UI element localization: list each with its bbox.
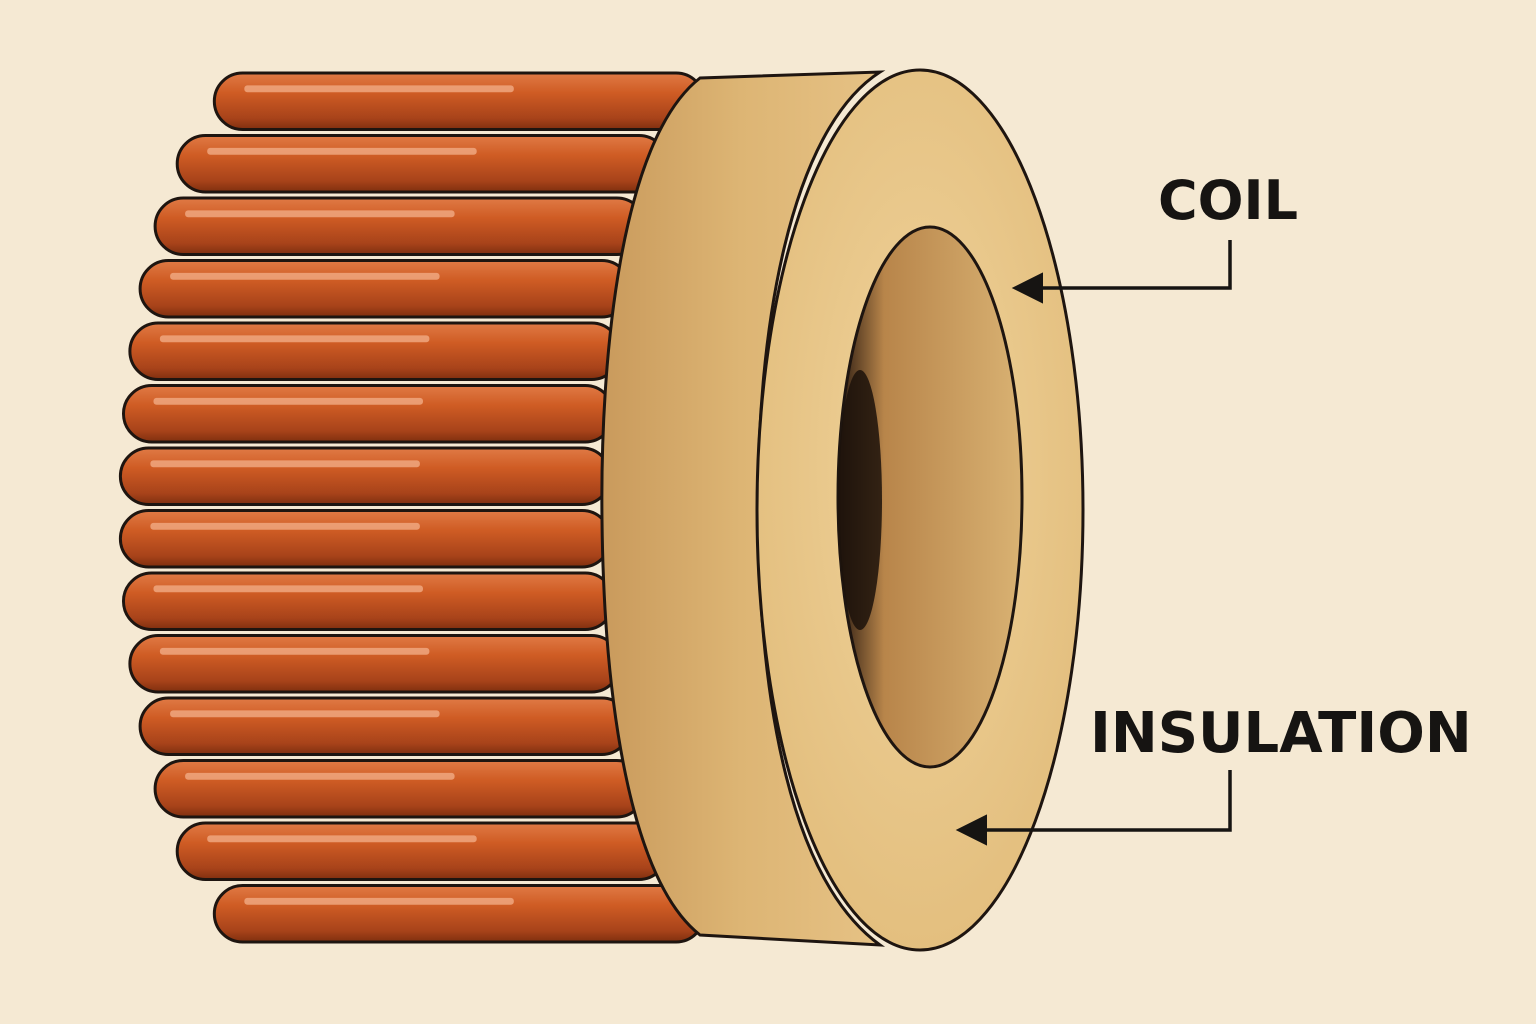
coil-turn: [212, 884, 706, 944]
coil-turn: [121, 571, 615, 631]
coil-turn: [212, 71, 706, 131]
coil-turn-highlight: [153, 585, 423, 593]
coil-turn-highlight: [244, 897, 514, 905]
coil-turn: [118, 509, 612, 569]
coil-turn-highlight: [185, 210, 455, 218]
coil-turn-highlight: [150, 460, 420, 468]
coil-turn-highlight: [150, 522, 420, 530]
coil-turn-highlight: [159, 335, 430, 343]
ring-inner-hole-depth: [838, 370, 882, 630]
coil-turn-highlight: [207, 147, 477, 155]
coil-turn: [175, 134, 669, 194]
coil-turn: [138, 696, 632, 756]
coil-turn: [153, 759, 647, 819]
insulation-leader-arrow: [955, 770, 1232, 846]
coil-turn: [153, 196, 647, 256]
coil-turn-highlight: [244, 85, 514, 93]
coil-label: COIL: [1158, 169, 1298, 232]
ring-inner-hole: [836, 225, 1024, 769]
coil-turn-highlight: [153, 397, 423, 405]
coil-turn: [138, 259, 632, 319]
coil-turn-highlight: [170, 272, 440, 280]
coil-turn: [128, 321, 622, 381]
coil-windings: [118, 71, 706, 944]
coil-turn: [121, 384, 615, 444]
coil-turn: [175, 821, 669, 881]
coil-turn-highlight: [170, 710, 440, 718]
coil-turn-highlight: [159, 647, 430, 655]
coil-turn-highlight: [185, 772, 455, 780]
insulation-ring-side: [600, 70, 886, 947]
coil-turn: [118, 446, 612, 506]
insulation-label: INSULATION: [1090, 701, 1472, 766]
coil-leader-arrow: [1011, 240, 1232, 304]
coil-turn: [128, 634, 622, 694]
coil-turn-highlight: [207, 835, 477, 843]
